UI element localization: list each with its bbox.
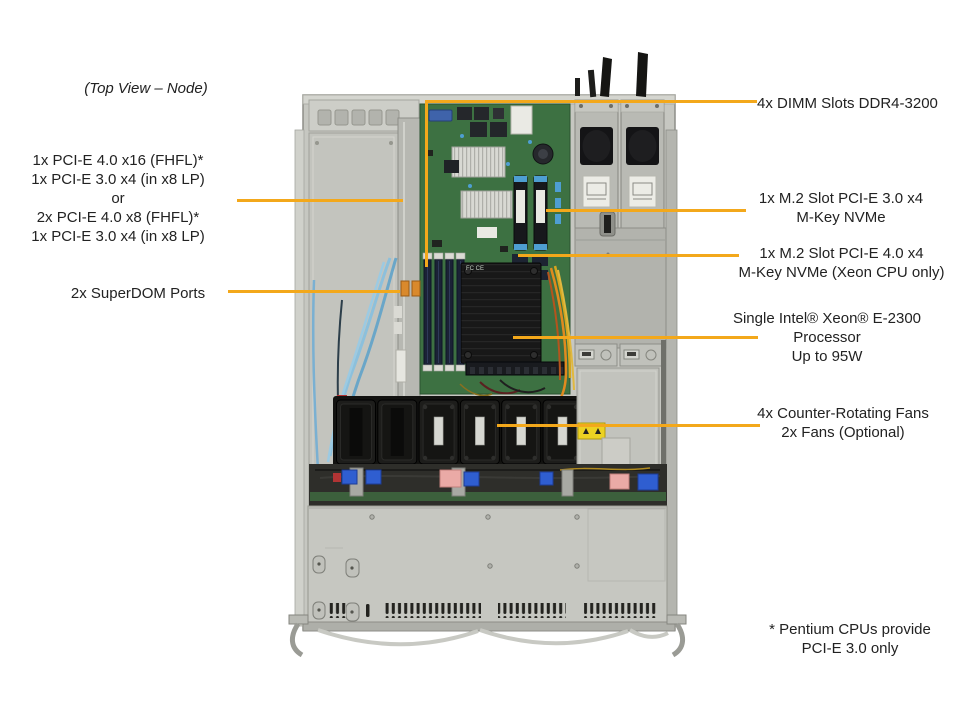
label-line: Processor	[793, 329, 861, 346]
cpu-heatsink	[460, 262, 542, 364]
label-line: M-Key NVMe (Xeon CPU only)	[738, 264, 945, 281]
label-line: PCI-E 3.0 only	[801, 640, 899, 657]
callout-line-dimm	[425, 100, 757, 103]
bottom-cover	[302, 505, 676, 632]
label-line: 1x PCI-E 3.0 x4 (in x8 LP)	[31, 171, 205, 188]
psu-handles	[575, 52, 648, 98]
power-connector-row	[465, 361, 565, 376]
backplane	[309, 464, 667, 508]
svg-text:FC CE: FC CE	[466, 266, 484, 272]
dimm-label: 4x DIMM Slots DDR4-3200	[757, 94, 957, 113]
backplane-connector	[365, 469, 382, 485]
label-line: Single Intel® Xeon® E-2300	[732, 310, 922, 327]
backplane-connector	[439, 469, 462, 488]
drive-tray	[574, 343, 618, 367]
label-line: 1x PCI-E 4.0 x16 (FHFL)*	[32, 152, 204, 169]
label-line: Up to 95W	[791, 348, 863, 365]
label-line: 4x Counter-Rotating Fans	[757, 405, 929, 422]
mounting-ear-right	[666, 614, 687, 658]
callout-line-m2-pcie30	[546, 209, 746, 212]
psu-bay-lower	[574, 211, 667, 477]
label-line: * Pentium CPUs provide	[769, 621, 931, 638]
fan	[336, 399, 376, 465]
label-line: 1x M.2 Slot PCI-E 3.0 x4	[758, 190, 924, 207]
label-line: 4x DIMM Slots DDR4-3200	[757, 95, 938, 112]
drive-tray	[619, 343, 663, 367]
vent-slots	[498, 603, 566, 618]
psu-1	[574, 99, 619, 229]
fan	[501, 399, 542, 465]
cpu-label: Single Intel® Xeon® E-2300 Processor Up …	[722, 309, 932, 366]
label-line: 1x PCI-E 3.0 x4 (in x8 LP)	[31, 228, 205, 245]
label-line: (Top View – Node)	[84, 80, 208, 97]
m2-ssd-2	[533, 175, 548, 251]
fan	[418, 399, 459, 465]
callout-line-pcie	[237, 199, 403, 202]
fan	[459, 399, 500, 465]
callout-line-superdom	[228, 290, 400, 293]
vga-port	[428, 109, 453, 122]
fans-label: 4x Counter-Rotating Fans 2x Fans (Option…	[737, 404, 949, 442]
superdom-ports	[400, 280, 421, 297]
usb-port	[493, 108, 504, 119]
chassis-underside	[317, 628, 669, 647]
fan-row	[333, 396, 585, 468]
backplane-connector	[539, 471, 554, 486]
backplane-connector	[637, 473, 659, 491]
m2-pcie40-label: 1x M.2 Slot PCI-E 4.0 x4 M-Key NVMe (Xeo…	[724, 244, 959, 282]
label-line: or	[111, 190, 125, 207]
backplane-connector	[341, 469, 358, 485]
callout-line-cpu	[513, 336, 758, 339]
label-line: 2x SuperDOM Ports	[70, 285, 206, 302]
fan	[377, 399, 418, 465]
rear-connector	[510, 105, 533, 135]
backplane-connector	[463, 471, 480, 487]
backplane-connector	[609, 473, 630, 490]
mounting-ear-left	[288, 614, 309, 658]
top-view-note: (Top View – Node)	[46, 79, 246, 98]
psu-2	[620, 99, 665, 229]
label-line: 1x M.2 Slot PCI-E 4.0 x4	[759, 245, 924, 262]
label-line: M-Key NVMe	[796, 209, 886, 226]
vent-slots	[328, 603, 346, 618]
superdom-label: 2x SuperDOM Ports	[33, 284, 243, 303]
pcie-slots-label: 1x PCI-E 4.0 x16 (FHFL)* 1x PCI-E 3.0 x4…	[13, 151, 223, 246]
m2-pcie30-label: 1x M.2 Slot PCI-E 3.0 x4 M-Key NVMe	[731, 189, 951, 227]
callout-line-fans	[497, 424, 760, 427]
chipset-heatsink	[451, 146, 506, 178]
lan-port	[457, 107, 472, 120]
lan-port	[474, 107, 489, 120]
callout-line-m2-pcie40	[518, 254, 739, 257]
callout-line-dimm-vertical	[425, 100, 428, 267]
motherboard: FC CE	[394, 103, 571, 395]
warning-sticker	[577, 422, 606, 440]
label-line: 2x PCI-E 4.0 x8 (FHFL)*	[36, 209, 200, 226]
chipset-heatsink	[460, 190, 513, 219]
pentium-footnote: * Pentium CPUs provide PCI-E 3.0 only	[744, 620, 956, 658]
fan	[542, 399, 583, 465]
vent-slots	[584, 603, 656, 618]
m2-ssd-1	[513, 175, 528, 251]
label-line: 2x Fans (Optional)	[781, 424, 905, 441]
vent-slots	[384, 603, 481, 618]
